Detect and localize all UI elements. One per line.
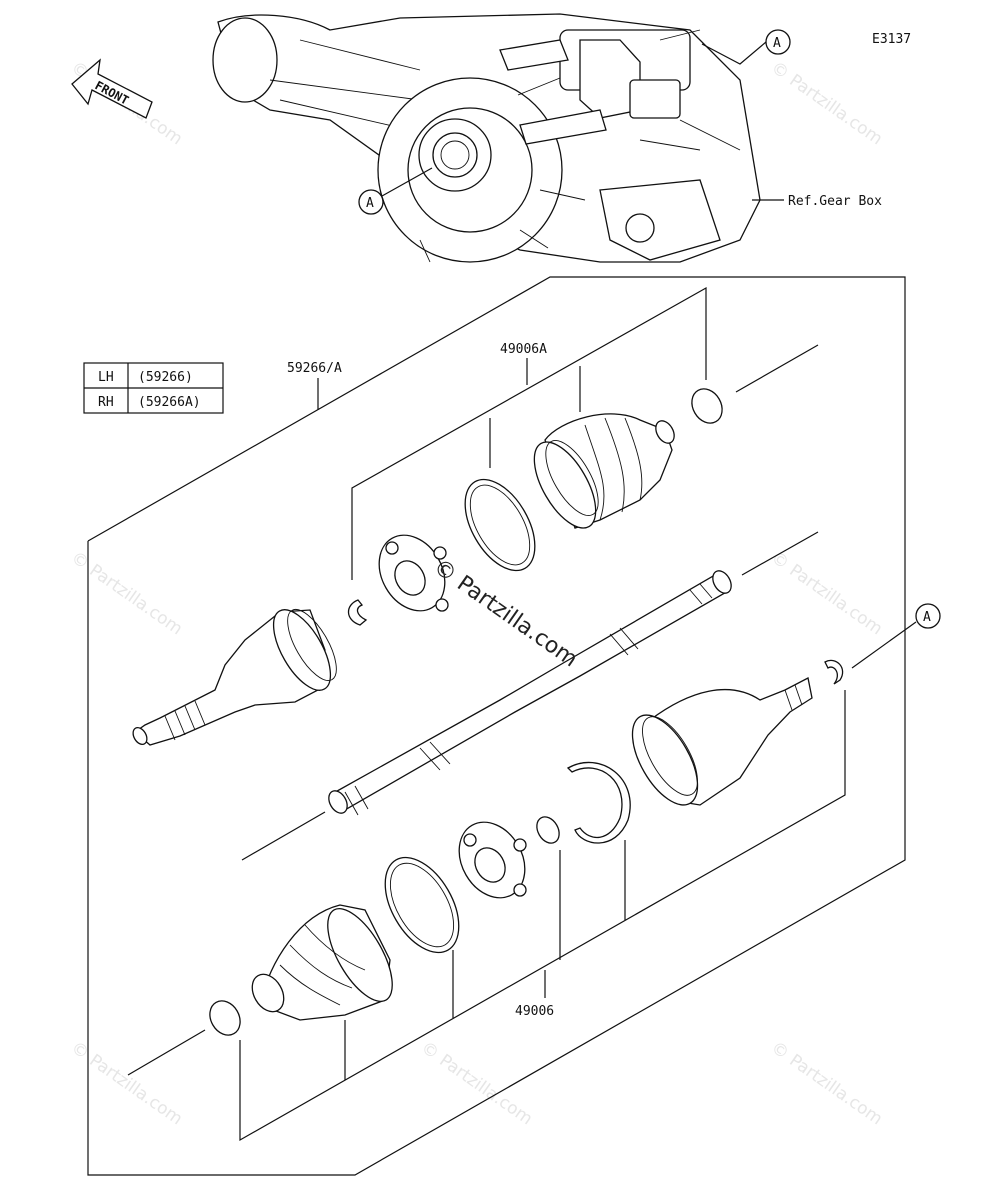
axis-line <box>735 344 819 393</box>
callout-a-right: A <box>851 603 941 669</box>
watermark: © Partzilla.com <box>767 1038 886 1130</box>
axis-line <box>741 531 819 576</box>
callout-letter: A <box>773 36 781 51</box>
outer-kit-brackets <box>351 286 707 580</box>
outer-cv-joint <box>132 608 337 746</box>
inner-kit-label: 49006 <box>515 1004 554 1019</box>
inner-kit-brackets <box>239 690 846 1142</box>
inner-joint-housing <box>631 677 813 806</box>
table-side-lh: LH <box>98 370 114 385</box>
axis-line <box>241 811 326 861</box>
small-band-upper <box>691 388 723 424</box>
table-part-lh: (59266) <box>138 370 193 385</box>
assembly-label: 59266/A <box>287 361 342 376</box>
ref-gear-box-label: Ref.Gear Box <box>788 194 882 209</box>
assembly-frame <box>87 276 906 1176</box>
watermark: © Partzilla.com <box>767 58 886 150</box>
callout-a-gearbox: A <box>358 167 433 215</box>
inner-race-upper <box>378 534 449 612</box>
callout-letter: A <box>366 196 374 211</box>
inner-race-lower <box>458 821 527 899</box>
side-table: LH (59266) RH (59266A) <box>83 362 224 414</box>
callout-a-top: A <box>701 29 791 65</box>
outer-boot-upper <box>533 413 675 529</box>
clamp-band-lower <box>384 856 460 954</box>
axis-line <box>127 1029 206 1076</box>
drive-shaft <box>328 570 732 816</box>
outer-boot-lower <box>251 904 393 1021</box>
table-part-rh: (59266A) <box>138 395 201 410</box>
watermark-center: © Partzilla.com <box>429 554 582 672</box>
large-circlip <box>566 761 631 844</box>
outer-kit-label: 49006A <box>500 342 547 357</box>
small-band-lower <box>209 1000 241 1036</box>
table-side-rh: RH <box>98 395 114 410</box>
watermark: © Partzilla.com <box>767 548 886 640</box>
watermark: © Partzilla.com <box>67 548 186 640</box>
diagram-code: E3137 <box>872 32 911 47</box>
circlip-right <box>824 659 844 685</box>
callout-letter: A <box>923 610 931 625</box>
gear-box-illustration <box>212 13 761 263</box>
circlip-upper <box>347 599 368 626</box>
small-ring <box>536 816 560 844</box>
clamp-band-upper <box>464 478 536 572</box>
watermark: © Partzilla.com <box>417 1038 536 1130</box>
